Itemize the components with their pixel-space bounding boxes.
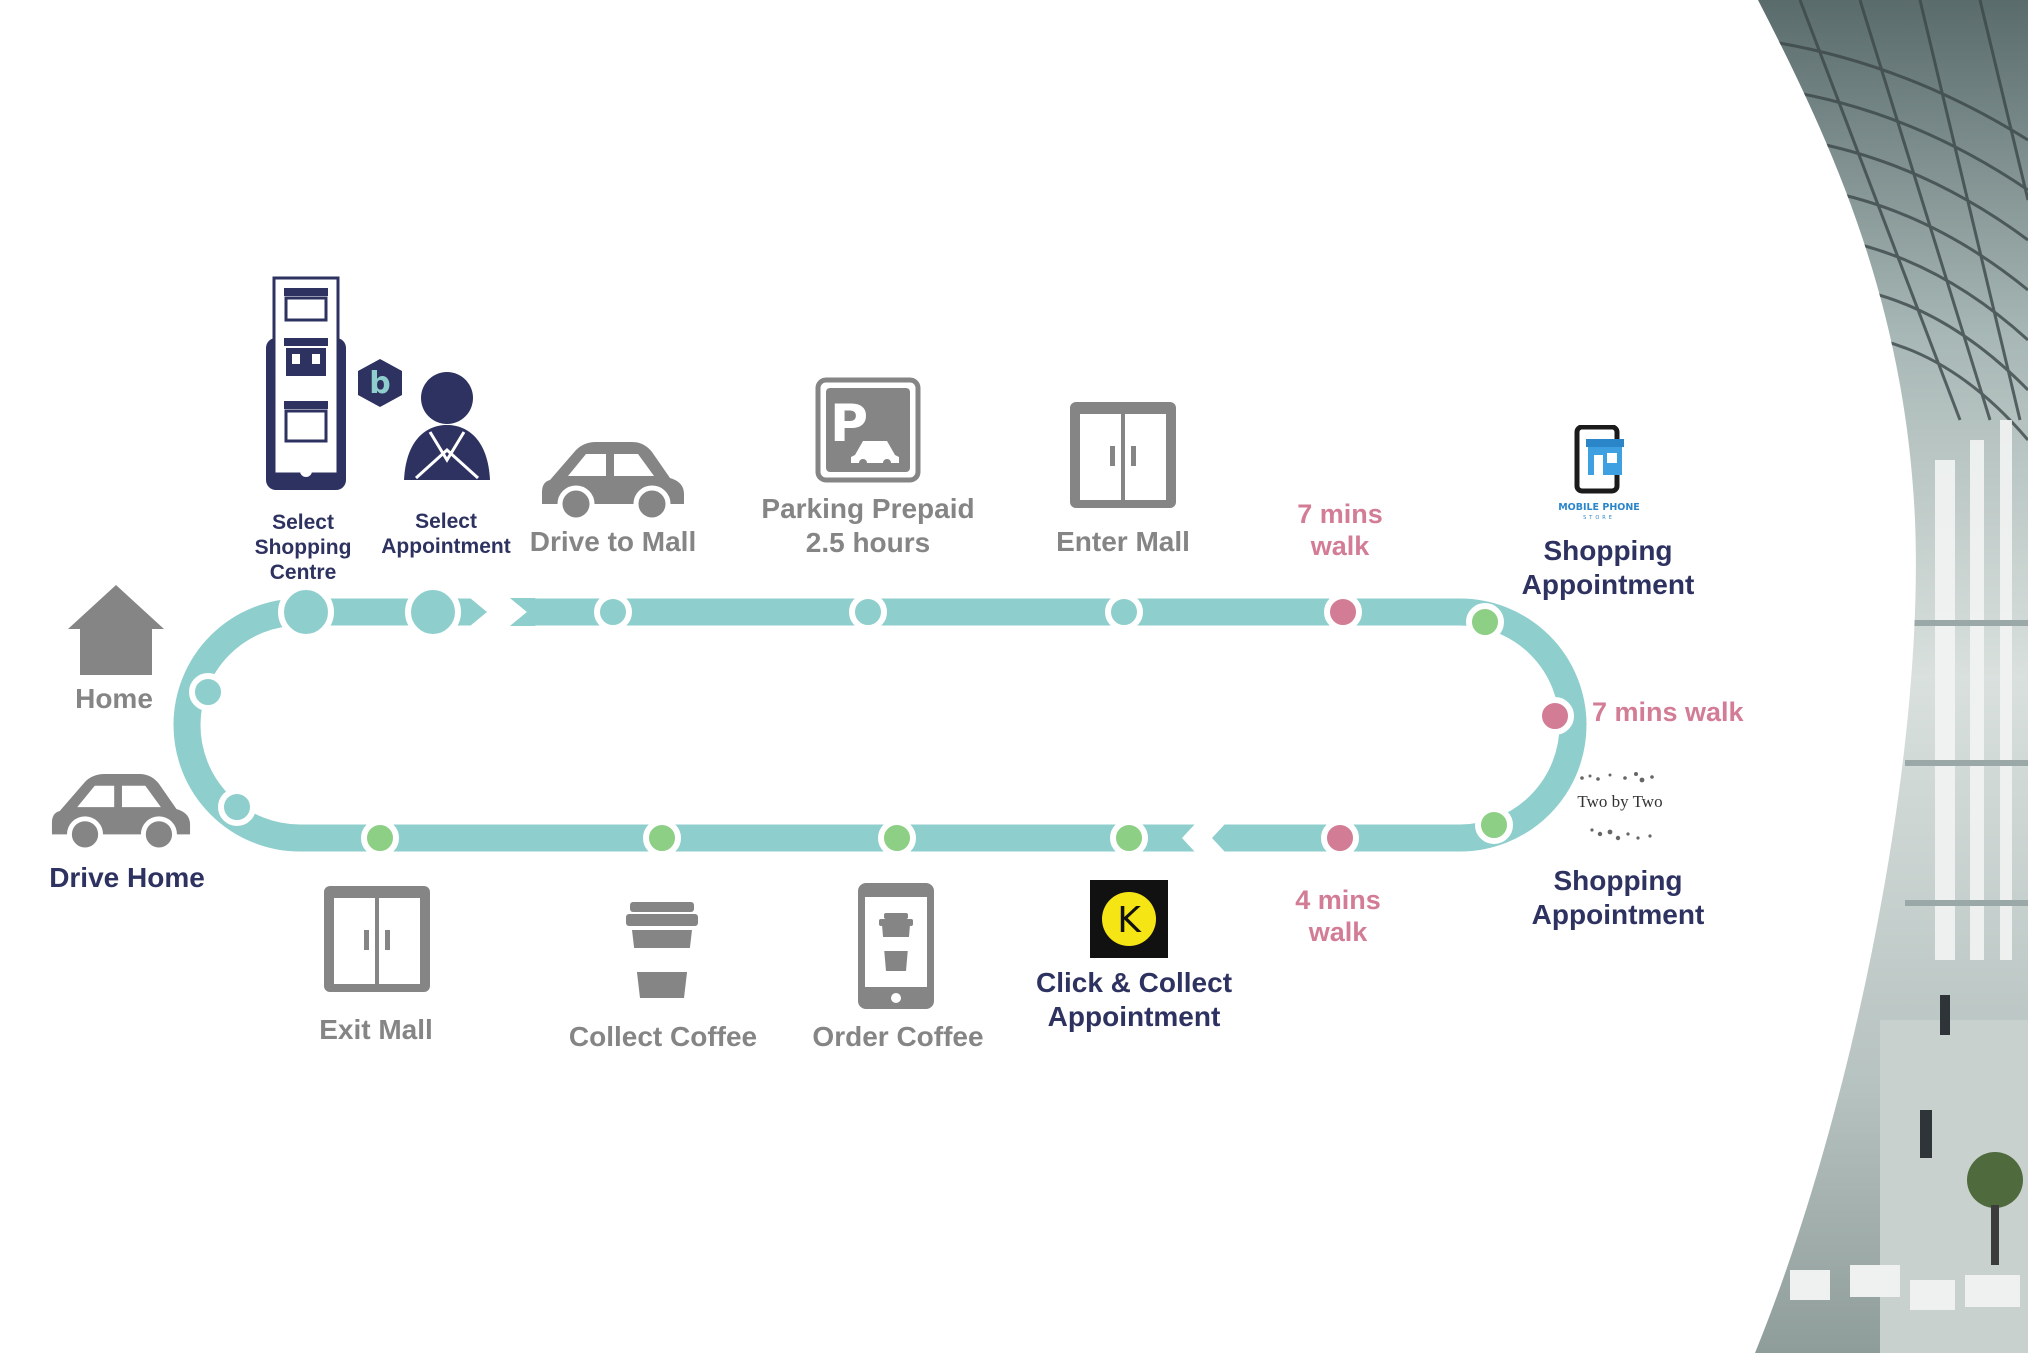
exit-door-icon bbox=[324, 886, 430, 992]
mobile-phone-store-logo: MOBILE PHONE STORE bbox=[1558, 425, 1640, 521]
node-order-coffee bbox=[878, 819, 916, 857]
label-click-collect-line1: Click & Collect bbox=[1035, 967, 1233, 998]
label-shopping-2: Shopping Appointment bbox=[1510, 864, 1726, 931]
label-select-centre-line2: Shopping Centre bbox=[254, 536, 352, 585]
app-badge-letter: b bbox=[369, 366, 390, 401]
mobile-store-line1: MOBILE PHONE bbox=[1558, 502, 1640, 513]
label-collect-coffee: Collect Coffee bbox=[568, 1021, 758, 1052]
car-icon bbox=[542, 442, 684, 522]
label-shopping-2-line2: Appointment bbox=[1531, 898, 1705, 930]
label-select-centre: Select Shopping Centre bbox=[220, 510, 386, 586]
paw-prints-icon bbox=[1580, 772, 1654, 841]
label-click-collect-line2: Appointment bbox=[1047, 1000, 1221, 1032]
two-by-two-logo: Two by Two bbox=[1570, 768, 1670, 848]
label-parking-line1: Parking Prepaid bbox=[761, 493, 975, 524]
label-parking-line2: 2.5 hours bbox=[805, 526, 931, 558]
label-shopping-1: Shopping Appointment bbox=[1500, 534, 1716, 601]
label-shopping-1-line1: Shopping bbox=[1543, 535, 1673, 566]
node-drive-home bbox=[218, 788, 256, 826]
node-parking bbox=[849, 593, 887, 631]
coffee-cup-icon bbox=[626, 902, 698, 998]
track-loop bbox=[173, 598, 1587, 852]
chevron-left-icon bbox=[1182, 824, 1225, 852]
label-select-appointment-line2: Appointment bbox=[381, 535, 511, 559]
label-walk-top-line1: 7 mins bbox=[1297, 499, 1383, 529]
label-shopping-1-line2: Appointment bbox=[1521, 568, 1695, 600]
node-home bbox=[189, 673, 227, 711]
shopping-centre-phone-icon bbox=[266, 276, 346, 490]
label-select-centre-line1: Select bbox=[272, 511, 334, 534]
label-walk-bottom: 4 mins walk bbox=[1268, 884, 1408, 949]
mobile-store-line2: STORE bbox=[1583, 515, 1615, 521]
node-shopping-1 bbox=[1466, 603, 1504, 641]
home-icon bbox=[68, 585, 164, 675]
label-walk-top: 7 mins walk bbox=[1270, 498, 1410, 563]
parking-icon: P bbox=[815, 377, 921, 483]
label-exit-mall: Exit Mall bbox=[319, 1014, 433, 1045]
drive-home-car-icon bbox=[51, 774, 191, 852]
node-exit-mall bbox=[361, 819, 399, 857]
label-drive-home: Drive Home bbox=[49, 862, 205, 893]
chevron-right-icon bbox=[470, 598, 527, 626]
node-click-collect bbox=[1110, 819, 1148, 857]
label-drive-to-mall: Drive to Mall bbox=[529, 526, 697, 557]
label-home: Home bbox=[75, 683, 153, 714]
node-shopping-2 bbox=[1475, 806, 1513, 844]
label-walk-bottom-line1: 4 mins bbox=[1295, 885, 1381, 915]
label-select-appointment: Select Appointment bbox=[380, 509, 512, 559]
label-click-collect: Click & Collect Appointment bbox=[1020, 966, 1248, 1033]
person-select-appointment-icon bbox=[404, 372, 490, 480]
label-walk-right: 7 mins walk bbox=[1592, 697, 1744, 727]
node-walk-right bbox=[1536, 697, 1574, 735]
node-collect-coffee bbox=[643, 819, 681, 857]
label-walk-top-line2: walk bbox=[1310, 531, 1370, 562]
node-select-centre bbox=[278, 584, 334, 640]
label-order-coffee: Order Coffee bbox=[812, 1021, 984, 1052]
door-icon bbox=[1070, 402, 1176, 508]
label-walk-bottom-line2: walk bbox=[1308, 917, 1368, 948]
label-enter-mall: Enter Mall bbox=[1056, 526, 1190, 557]
chevron-right-icon bbox=[510, 598, 552, 626]
label-parking: Parking Prepaid 2.5 hours bbox=[748, 492, 988, 559]
node-walk-bottom bbox=[1321, 819, 1359, 857]
label-shopping-2-line1: Shopping bbox=[1553, 865, 1683, 896]
k-logo-letter: K bbox=[1117, 900, 1142, 941]
node-enter-mall bbox=[1105, 593, 1143, 631]
app-badge-icon: b bbox=[358, 359, 402, 407]
node-walk-top bbox=[1324, 593, 1362, 631]
k-store-logo: K bbox=[1090, 880, 1168, 958]
two-by-two-text: Two by Two bbox=[1577, 792, 1663, 811]
node-select-appointment bbox=[405, 584, 461, 640]
node-drive-to-mall bbox=[594, 593, 632, 631]
label-select-appointment-line1: Select bbox=[415, 510, 477, 533]
phone-coffee-icon bbox=[858, 883, 934, 1009]
